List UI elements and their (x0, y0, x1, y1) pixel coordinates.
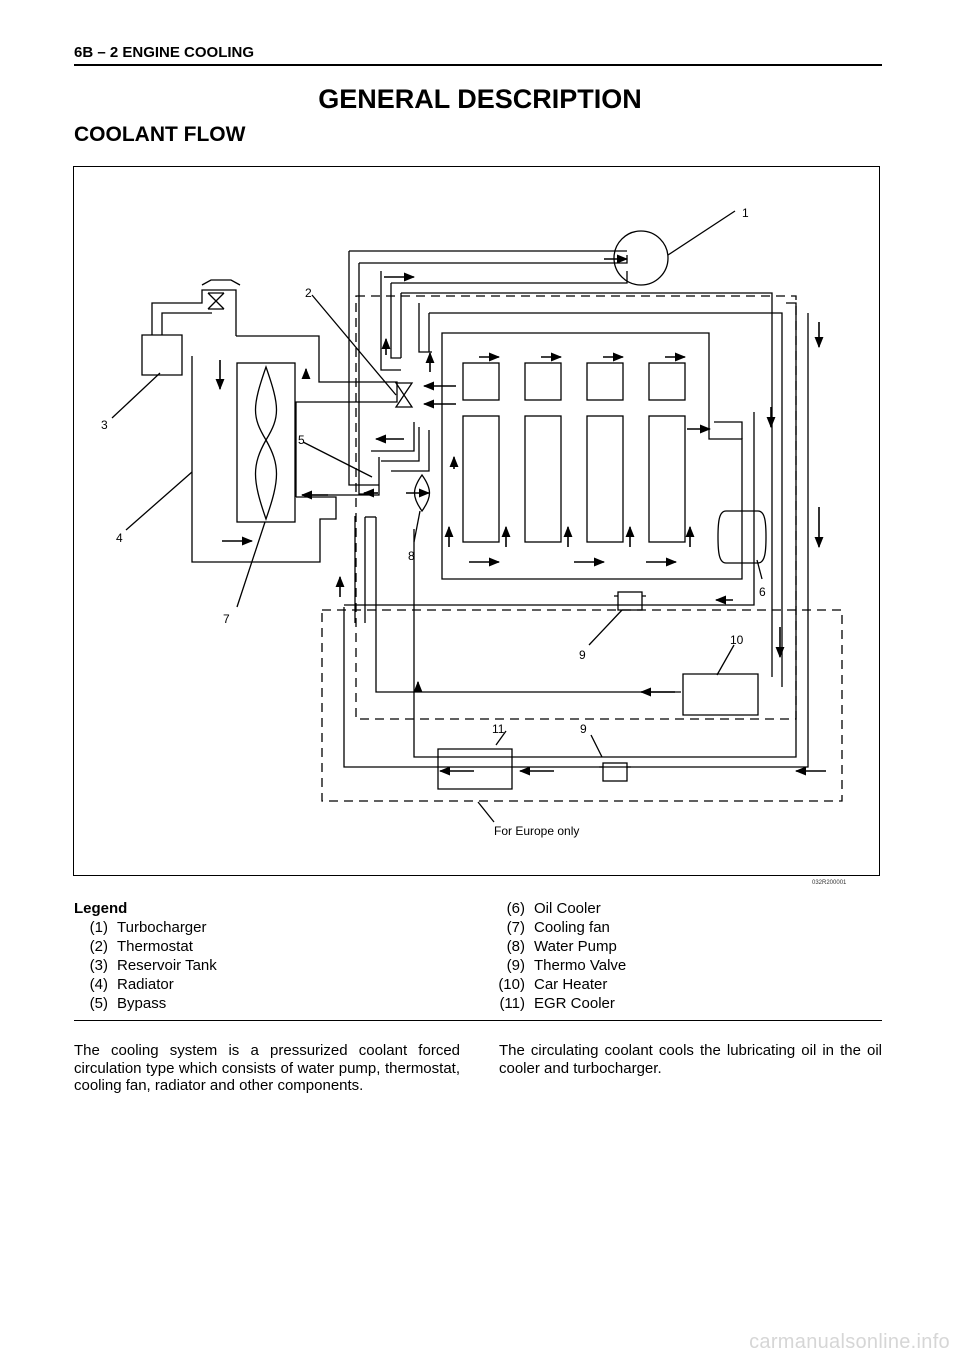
page-title: GENERAL DESCRIPTION (318, 84, 642, 114)
header-rule (74, 64, 882, 66)
section-title: COOLANT FLOW (74, 123, 246, 146)
page-header: 6B – 2 ENGINE COOLING (74, 44, 255, 61)
body-paragraph-right: The circulating coolant cools the lubric… (499, 1042, 882, 1077)
callout-9a: 9 (579, 648, 586, 662)
egr-cooler (437, 748, 513, 790)
radiator (191, 356, 337, 563)
callout-5: 5 (298, 433, 305, 447)
watermark: carmanualsonline.info (749, 1331, 950, 1353)
callout-2: 2 (305, 286, 312, 300)
diagram-svg: 1 2 3 4 5 6 7 8 9 10 9 11 For Europe onl… (101, 206, 843, 838)
legend-item: (4)Radiator (89, 976, 174, 993)
legend-item: (8)Water Pump (506, 938, 617, 955)
cooling-fan (254, 365, 278, 442)
callout-1: 1 (742, 206, 749, 220)
reservoir-tank (141, 334, 183, 376)
callout-11: 11 (492, 722, 505, 736)
callout-4: 4 (116, 531, 123, 545)
figure-code: 032R200001 (812, 880, 847, 886)
callout-3: 3 (101, 418, 108, 432)
dashed-region-europe (321, 609, 843, 802)
thermostat (394, 382, 414, 408)
car-heater (682, 673, 759, 716)
legend-left: Legend (1)Turbocharger (2)Thermostat (3)… (74, 899, 217, 1013)
thermo-valve-lower (602, 762, 628, 782)
body-paragraph-left: The cooling system is a pressurized cool… (74, 1042, 460, 1094)
callout-6: 6 (759, 585, 766, 599)
dashed-region-heater (355, 295, 797, 720)
legend-right: (6)Oil Cooler (7)Cooling fan (8)Water Pu… (490, 899, 626, 1013)
legend-item: (10)Car Heater (498, 976, 608, 993)
turbocharger (613, 230, 669, 286)
legend-item: (6)Oil Cooler (506, 900, 601, 917)
callout-9b: 9 (580, 722, 587, 736)
legend-item: (1)Turbocharger (89, 919, 207, 936)
section-divider (74, 1020, 882, 1021)
legend-item: (11)EGR Cooler (499, 995, 615, 1012)
legend-item: (9)Thermo Valve (506, 957, 627, 974)
legend-item: (3)Reservoir Tank (89, 957, 217, 974)
europe-note: For Europe only (494, 824, 579, 838)
legend-item: (7)Cooling fan (506, 919, 610, 936)
water-pump (413, 473, 431, 513)
callout-7: 7 (223, 612, 230, 626)
legend-item: (5)Bypass (89, 995, 167, 1012)
callout-8: 8 (408, 549, 415, 563)
legend-item: (2)Thermostat (89, 938, 193, 955)
callout-10: 10 (730, 633, 744, 647)
coolant-flow-diagram: 1 2 3 4 5 6 7 8 9 10 9 11 For Europe onl… (73, 166, 880, 876)
legend-heading: Legend (74, 900, 128, 917)
thermo-valve-upper (617, 591, 643, 611)
